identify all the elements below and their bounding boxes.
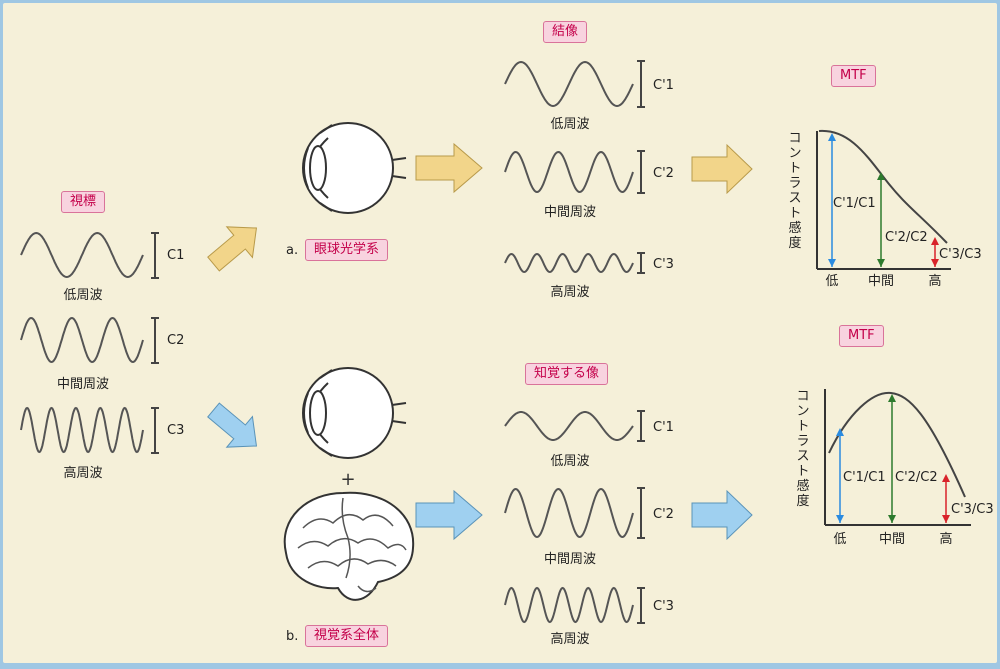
stimulus-amp-label-c3: C3 xyxy=(167,423,184,438)
stimulus-label-low: 低周波 xyxy=(63,288,102,303)
image-a-label-mid: 中間周波 xyxy=(544,205,596,220)
path-b-letter: b. xyxy=(286,629,299,644)
mtf-b-tick-high: 高 xyxy=(939,531,952,547)
image-b-wave-mid xyxy=(504,487,634,539)
ylabel-char: 度 xyxy=(796,494,810,509)
ylabel-char: コ xyxy=(788,131,802,146)
image-b-bracket-c3 xyxy=(637,587,645,624)
diagram-canvas: C1 C2 C3 低周波 中間周波 高周波 + xyxy=(3,3,997,663)
image-a-bracket-c1 xyxy=(637,60,645,108)
image-a-title-tag: 結像 xyxy=(543,21,588,43)
image-a-bracket-c2 xyxy=(637,150,645,194)
arrow-to-mtf-a xyxy=(691,143,753,195)
stimulus-amp-label-c1: C1 xyxy=(167,248,184,263)
mtf-b-title-tag: MTF xyxy=(839,325,884,347)
image-a-amp-label-c2: C'2 xyxy=(653,166,674,181)
stimulus-bracket-c3 xyxy=(151,407,159,454)
stimulus-label-high: 高周波 xyxy=(63,465,102,481)
eye-cross-section-icon xyxy=(302,122,407,214)
mtf-a-title-tag: MTF xyxy=(831,65,876,87)
plus-sign: + xyxy=(340,469,355,490)
stimulus-label-mid: 中間周波 xyxy=(57,377,109,392)
mtf-b-ylabel: コントラスト感度 xyxy=(795,389,811,509)
mtf-b-ratio-label-2: C'2/C2 xyxy=(895,470,938,485)
mtf-a-tick-low: 低 xyxy=(825,274,838,289)
image-b-wave-high xyxy=(504,586,634,624)
arrow-to-image-a xyxy=(415,142,483,194)
path-b-title-tag: 視覚系全体 xyxy=(305,625,389,647)
ylabel-char: ト xyxy=(788,161,802,176)
image-a-bracket-c3 xyxy=(637,252,645,274)
stimulus-title-tag: 視標 xyxy=(61,191,106,213)
arrow-to-eye-b xyxy=(207,402,258,448)
mtf-b-tick-low: 低 xyxy=(833,532,846,547)
image-a-label-low: 低周波 xyxy=(550,117,589,132)
image-a-wave-low xyxy=(504,60,634,108)
mtf-b-tick-mid: 中間 xyxy=(879,532,905,547)
image-a-label-high: 高周波 xyxy=(550,284,589,300)
ylabel-char: ン xyxy=(796,404,810,419)
arrow-to-mtf-b xyxy=(691,489,753,541)
mtf-a-tick-mid: 中間 xyxy=(868,274,894,289)
mtf-a-tick-high: 高 xyxy=(928,273,941,289)
ylabel-char: ス xyxy=(788,191,802,206)
image-b-label-low: 低周波 xyxy=(550,454,589,469)
image-b-amp-label-c3: C'3 xyxy=(653,599,674,614)
mtf-a-ratio-label-3: C'3/C3 xyxy=(939,247,982,262)
image-b-wave-low xyxy=(504,411,634,441)
image-b-amp-label-c2: C'2 xyxy=(653,507,674,522)
ylabel-char: ト xyxy=(796,464,810,479)
mtf-a-ratio-label-1: C'1/C1 xyxy=(833,196,876,211)
brain-icon xyxy=(283,491,415,601)
eye-cross-section-icon xyxy=(302,367,407,459)
ylabel-char: ス xyxy=(796,449,810,464)
image-b-label-mid: 中間周波 xyxy=(544,552,596,567)
image-a-amp-label-c1: C'1 xyxy=(653,78,674,93)
arrow-to-eye-a xyxy=(207,226,258,272)
mtf-a-ylabel: コントラスト感度 xyxy=(787,131,803,251)
stimulus-bracket-c2 xyxy=(151,317,159,364)
image-b-title-tag: 知覚する像 xyxy=(525,363,609,385)
image-a-amp-label-c3: C'3 xyxy=(653,257,674,272)
mtf-b-ratio-label-3: C'3/C3 xyxy=(951,502,994,517)
ylabel-char: 感 xyxy=(788,221,802,236)
ylabel-char: コ xyxy=(796,389,810,404)
ylabel-char: ト xyxy=(788,206,802,221)
image-b-label-high: 高周波 xyxy=(550,631,589,647)
ylabel-char: 感 xyxy=(796,479,810,494)
mtf-b-axes xyxy=(824,389,971,526)
arrow-to-image-b xyxy=(415,489,483,541)
ylabel-char: ラ xyxy=(796,434,810,449)
mtf-b-curve xyxy=(828,391,966,498)
diagram-graphics: C1 C2 C3 低周波 中間周波 高周波 + xyxy=(20,60,994,647)
image-b-bracket-c2 xyxy=(637,487,645,539)
ylabel-char: ラ xyxy=(788,176,802,191)
ylabel-char: ト xyxy=(796,419,810,434)
image-b-amp-label-c1: C'1 xyxy=(653,420,674,435)
stimulus-wave-low xyxy=(20,231,144,279)
stimulus-amp-label-c2: C2 xyxy=(167,333,184,348)
mtf-a-curve xyxy=(818,129,948,244)
ylabel-char: ン xyxy=(788,146,802,161)
path-a-letter: a. xyxy=(286,243,299,258)
stimulus-wave-mid xyxy=(20,316,144,364)
stimulus-bracket-c1 xyxy=(151,232,159,279)
image-a-wave-mid xyxy=(504,150,634,194)
mtf-b-ratio-label-1: C'1/C1 xyxy=(843,470,886,485)
path-a-title-tag: 眼球光学系 xyxy=(305,239,389,261)
image-a-wave-high xyxy=(504,252,634,274)
ylabel-char: 度 xyxy=(788,236,802,251)
stimulus-wave-high xyxy=(20,406,144,454)
mtf-a-axes xyxy=(816,131,951,270)
image-b-bracket-c1 xyxy=(637,410,645,442)
mtf-a-ratio-label-2: C'2/C2 xyxy=(885,230,928,245)
